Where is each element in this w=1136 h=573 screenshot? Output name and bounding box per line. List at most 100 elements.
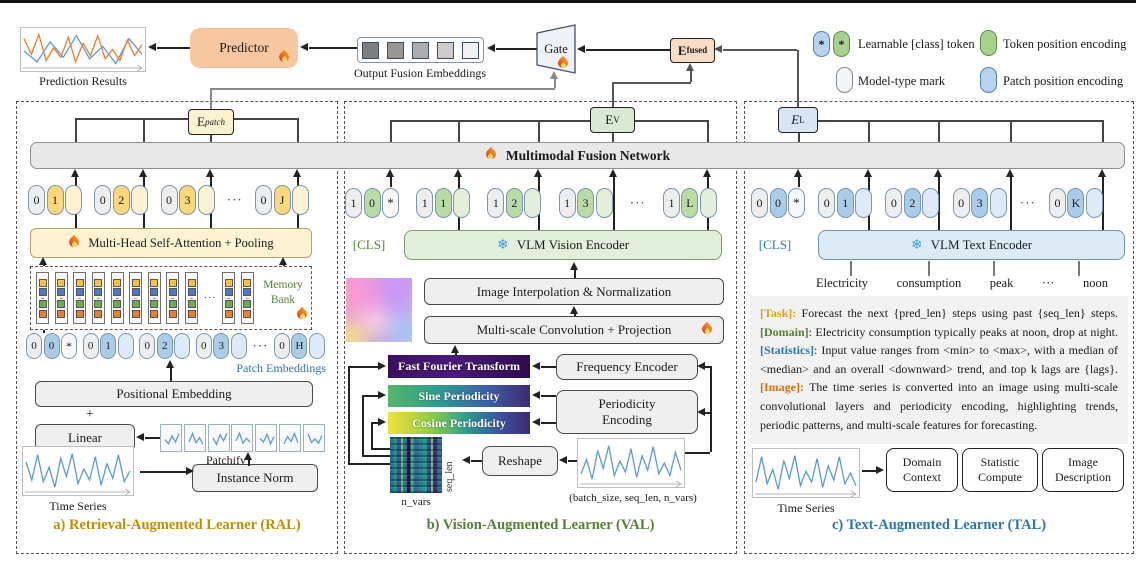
arrowhead-up (864, 169, 872, 177)
frequency-encoder-box: Frequency Encoder (556, 354, 698, 380)
memory-stack (54, 272, 68, 324)
legend-patch-pos-pill (980, 67, 997, 93)
connector-line (362, 455, 390, 457)
arrowhead-up (1006, 169, 1014, 177)
fire-icon (278, 51, 291, 66)
predictor-box: Predictor (190, 28, 298, 68)
model-mark-pill (699, 188, 717, 218)
arrowhead-up (71, 169, 79, 177)
snowflake-icon: ❄ (496, 237, 509, 253)
memory-stack (147, 272, 161, 324)
cosine-periodicity-bar: Cosine Periodicity (388, 412, 530, 434)
model-mark-pill (174, 333, 191, 359)
token-pill: 1 (416, 188, 434, 218)
embedding-square (412, 41, 429, 59)
token-pill: 1 (662, 188, 680, 218)
arrowhead-up (454, 169, 462, 177)
e-fused-base: E (677, 42, 687, 58)
arrowhead-up (1098, 169, 1106, 177)
patchify-label: Patchify (206, 453, 246, 467)
arrowhead-up (244, 452, 252, 460)
connector-line (471, 460, 482, 462)
connector-line (710, 366, 712, 452)
connector-line (612, 82, 691, 84)
arrowhead-left (148, 43, 156, 51)
periodicity-label-2: Encoding (602, 412, 652, 427)
arrowhead-left (136, 433, 144, 441)
val-panel (344, 101, 737, 554)
connector-line (938, 120, 940, 142)
arrowhead-up (570, 306, 578, 314)
tensor-shape-label: (batch_size, seq_len, n_vars) (569, 492, 697, 504)
embedding-square (437, 41, 454, 59)
arrowhead-up (534, 169, 542, 177)
connector-line (75, 118, 298, 120)
connector-line (574, 269, 576, 278)
ral-title: a) Retrieval-Augmented Learner (RAL) (53, 517, 301, 533)
prompt-tag: [Statistics] (760, 343, 814, 358)
token-pill: 3 (179, 185, 196, 215)
arrowhead-up (550, 71, 558, 79)
periodicity-encoding-box: Periodicity Encoding (556, 390, 698, 434)
token-pill: 1 (558, 188, 576, 218)
token-pill: 0 (28, 185, 45, 215)
memory-stack (240, 272, 254, 324)
connector-line (1010, 176, 1012, 230)
model-mark-pill (989, 188, 1007, 218)
gate-label: Gate (544, 41, 568, 56)
domain-context-label-1: Domain (902, 455, 942, 469)
class-token-pill: * (382, 188, 399, 218)
arrowhead-right (186, 467, 194, 475)
legend-model-mark-pill (836, 67, 853, 93)
model-mark-pill (230, 333, 247, 359)
arrowhead-up (934, 169, 942, 177)
memory-cell (224, 300, 233, 308)
arrowhead-up (686, 63, 694, 71)
memory-cell (243, 300, 252, 308)
model-mark-pill (131, 185, 149, 215)
val-cls-label: [CLS] (352, 237, 386, 252)
token-pill: L (681, 188, 699, 218)
memory-cell (187, 300, 196, 308)
instance-norm-label: Instance Norm (216, 470, 294, 485)
connector-line (723, 49, 797, 51)
token-pill: 0 (82, 333, 99, 359)
legend-token-pos-pill (980, 30, 997, 56)
arrowhead-left (577, 45, 585, 53)
memory-bank-label-2: Bank (270, 293, 296, 306)
wave-plot (755, 455, 857, 498)
snowflake-icon: ❄ (910, 237, 923, 253)
memory-cell (113, 309, 121, 318)
statistic-compute-label-1: Statistic (980, 455, 1020, 469)
model-mark-pill (197, 185, 215, 215)
model-mark-pill (453, 188, 471, 218)
ellipsis: ··· (1019, 195, 1036, 210)
token-pill: 0 (94, 185, 112, 215)
memory-bank-label: Memory Bank (256, 278, 310, 308)
arrowhead-left (559, 456, 567, 464)
arrowhead-up (39, 257, 47, 265)
multimodal-fusion-network-bar: Multimodal Fusion Network (30, 142, 1125, 169)
connector-line (390, 120, 707, 122)
memory-cell (187, 288, 196, 296)
vlm-text-encoder-box: ❄ VLM Text Encoder (818, 230, 1125, 260)
arrowhead-right (378, 391, 386, 399)
memory-cell (38, 309, 47, 318)
asterisk: * (838, 36, 845, 51)
arrowhead-up (570, 262, 578, 270)
patch-thumbnail (160, 424, 182, 452)
connector-line (541, 366, 556, 368)
token-pill: 1 (434, 188, 452, 218)
connector-line (612, 133, 614, 142)
connector-line (612, 82, 614, 107)
legend-learnable-label: Learnable [class] token (858, 37, 975, 51)
legend-patch-pos-label: Patch position encoding (1003, 74, 1124, 88)
prompt-text: Forecast the next {pred_len} steps using… (796, 306, 1118, 320)
